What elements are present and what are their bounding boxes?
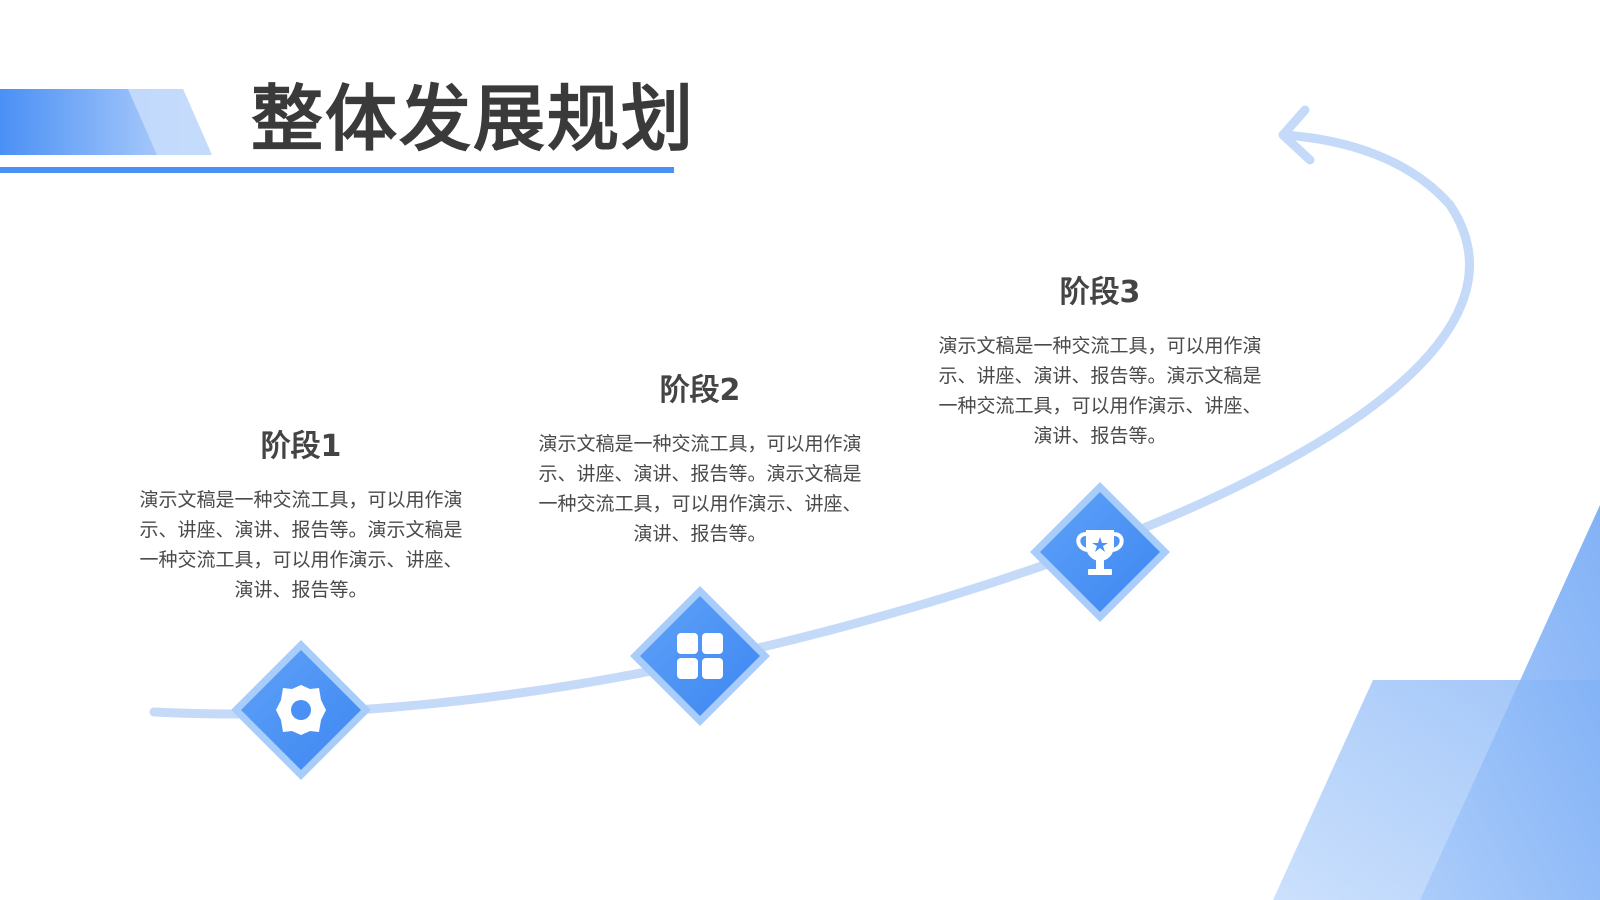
stage-3-title: 阶段3 [1059, 275, 1141, 310]
stage-3: 阶段3 演示文稿是一种交流工具，可以用作演示、讲座、演讲、报告等。演示文稿是一种… [935, 276, 1265, 451]
stage-3-marker [1030, 482, 1170, 622]
stage-2-description: 演示文稿是一种交流工具，可以用作演示、讲座、演讲、报告等。演示文稿是一种交流工具… [538, 433, 862, 545]
stage-1: 阶段1 演示文稿是一种交流工具，可以用作演示、讲座、演讲、报告等。演示文稿是一种… [136, 430, 466, 605]
grid-icon [677, 633, 723, 679]
title-accent-stripe [128, 89, 212, 155]
trophy-icon [1076, 530, 1124, 575]
stage-2-marker [630, 586, 770, 726]
title-underline [0, 167, 674, 173]
stage-1-title: 阶段1 [260, 429, 342, 464]
corner-shape-dark [1420, 505, 1600, 900]
stage-1-description: 演示文稿是一种交流工具，可以用作演示、讲座、演讲、报告等。演示文稿是一种交流工具… [139, 489, 463, 601]
stage-1-marker [231, 640, 371, 780]
stage-2-title: 阶段2 [659, 373, 741, 408]
page-title: 整体发展规划 [251, 77, 696, 161]
stage-2: 阶段2 演示文稿是一种交流工具，可以用作演示、讲座、演讲、报告等。演示文稿是一种… [535, 374, 865, 549]
growth-curve [149, 130, 1474, 719]
curve-arrowhead-icon [1278, 105, 1315, 165]
gear-icon [276, 685, 326, 735]
stage-3-description: 演示文稿是一种交流工具，可以用作演示、讲座、演讲、报告等。演示文稿是一种交流工具… [938, 335, 1262, 447]
